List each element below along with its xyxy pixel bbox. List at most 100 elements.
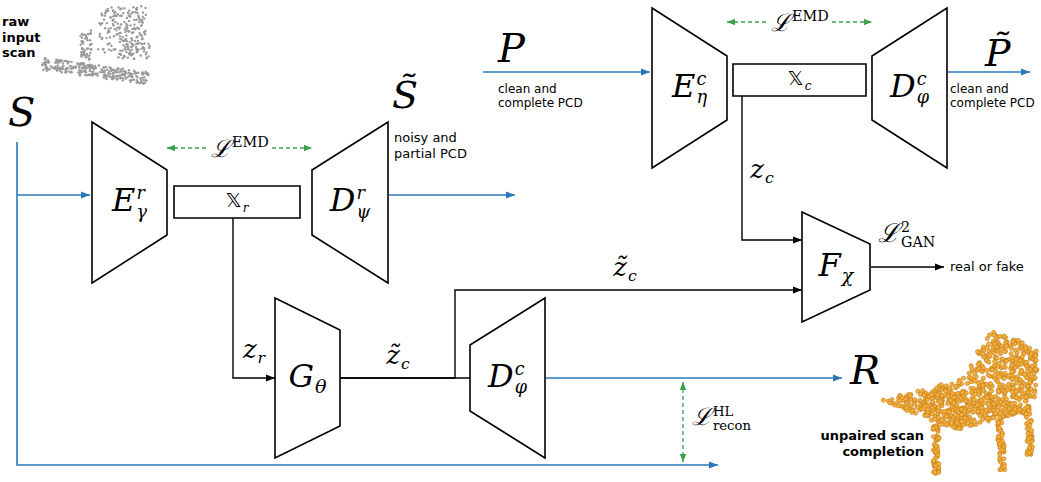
scan-point <box>140 77 142 79</box>
completed-point <box>1010 390 1014 394</box>
scan-point <box>116 27 118 29</box>
completed-point <box>1002 465 1006 469</box>
text-part: EMD <box>232 134 269 150</box>
scan-point <box>83 66 85 68</box>
scan-point <box>86 47 88 49</box>
scan-point <box>145 79 147 81</box>
scan-point <box>138 21 140 23</box>
scan-point <box>122 79 124 81</box>
scan-point <box>125 34 127 36</box>
scan-point <box>141 21 143 23</box>
completed-point <box>930 406 934 410</box>
completed-point <box>1024 346 1028 350</box>
completed-point <box>1014 389 1018 393</box>
scan-point <box>58 66 60 68</box>
completed-point <box>1013 348 1017 352</box>
completed-point <box>1019 369 1023 373</box>
completed-point <box>1003 349 1007 353</box>
node-shape <box>872 8 947 168</box>
completed-point <box>904 406 908 410</box>
completed-point <box>1005 344 1009 348</box>
node-label: Dφc <box>488 360 527 397</box>
figure-note: raw input scan <box>2 14 66 61</box>
completed-point <box>1033 367 1037 371</box>
scan-point <box>113 71 115 73</box>
completed-point <box>1033 376 1037 380</box>
completed-point <box>1027 446 1031 450</box>
scan-point <box>143 31 145 33</box>
scan-point <box>130 46 132 48</box>
scan-point <box>62 62 64 64</box>
completed-point <box>1010 363 1014 367</box>
completed-point <box>992 351 996 355</box>
text-part: c <box>401 356 410 374</box>
node-shape <box>733 64 866 96</box>
scan-point <box>119 74 121 76</box>
completed-point <box>925 413 929 417</box>
completed-point <box>996 421 1000 425</box>
scan-point <box>105 66 107 68</box>
text-part: z̃ <box>613 252 627 282</box>
scan-point <box>143 47 145 49</box>
scan-point <box>141 43 143 45</box>
completed-point <box>1009 346 1013 350</box>
scan-point <box>86 37 88 39</box>
scan-point <box>80 64 82 66</box>
completed-point <box>984 409 988 413</box>
scan-point <box>136 48 138 50</box>
completed-point <box>1020 384 1024 388</box>
scan-point <box>104 14 106 16</box>
generator: Gθ <box>275 298 340 458</box>
scan-point <box>113 12 115 14</box>
scan-point <box>104 51 106 53</box>
text-part: θ <box>315 375 327 398</box>
scan-point <box>99 71 101 73</box>
scan-point <box>88 58 90 60</box>
node-label: Gθ <box>288 360 326 397</box>
scan-point <box>124 48 126 50</box>
completed-point <box>1009 352 1013 356</box>
script-stack: 2GAN <box>901 220 935 250</box>
completed-point <box>925 398 929 402</box>
completed-point <box>985 395 989 399</box>
completed-point <box>898 398 902 402</box>
scan-point <box>117 13 119 15</box>
completed-point <box>999 352 1003 356</box>
text-part: z̃ <box>386 340 400 370</box>
scan-point <box>117 6 119 8</box>
text-part: E <box>112 181 135 219</box>
completed-point <box>998 426 1002 430</box>
scan-point <box>130 54 132 56</box>
completed-point <box>959 406 963 410</box>
completed-point <box>973 379 977 383</box>
scan-point <box>89 69 91 71</box>
loss-label: ℒEMD <box>209 135 271 162</box>
text-part: ψ <box>356 203 370 221</box>
completed-point <box>960 390 964 394</box>
scan-point <box>90 29 92 31</box>
scan-point <box>141 21 143 23</box>
scan-point <box>134 28 136 30</box>
scan-point <box>87 33 89 35</box>
scan-point <box>81 47 83 49</box>
scan-point <box>129 41 131 43</box>
scan-point <box>145 53 147 55</box>
encoder: Eγr <box>92 122 167 283</box>
text-part: η <box>696 88 707 106</box>
completed-point <box>929 393 933 397</box>
text-part: D <box>330 181 356 219</box>
node-shape <box>652 8 727 168</box>
scan-point <box>65 68 67 70</box>
scan-point <box>123 21 125 23</box>
scan-point <box>65 67 67 69</box>
scan-point <box>105 37 107 39</box>
text-part: z <box>243 334 257 364</box>
scan-point <box>113 48 115 50</box>
scan-point <box>103 66 105 68</box>
scan-point <box>88 66 90 68</box>
scan-point <box>128 72 130 74</box>
script-stack: HLrecon <box>713 405 751 433</box>
node-label: Fχ <box>819 249 854 286</box>
scan-point <box>86 39 88 41</box>
completed-point <box>971 410 975 414</box>
